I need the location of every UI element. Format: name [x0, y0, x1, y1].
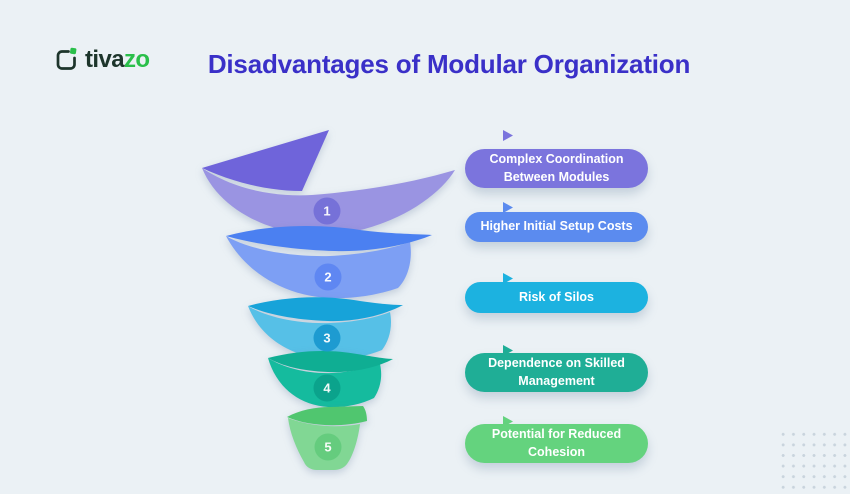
level-number-5: 5	[324, 440, 331, 455]
pointer-arrow-icon	[503, 130, 513, 141]
funnel-label-pill-3: Risk of Silos	[465, 282, 648, 313]
funnel-band-4-shade	[268, 350, 393, 373]
pointer-arrow-icon	[503, 416, 513, 427]
funnel-level-2	[226, 226, 432, 299]
level-number-badge-2	[314, 263, 342, 291]
funnel-band-2	[226, 236, 411, 299]
dot-pattern	[778, 429, 850, 494]
level-number-badge-5	[314, 433, 342, 461]
funnel-label-pill-1: Complex Coordination Between Modules	[465, 149, 648, 188]
page-title: Disadvantages of Modular Organization	[207, 49, 691, 79]
pointer-arrow-icon	[503, 345, 513, 356]
level-number-2: 2	[324, 270, 331, 285]
brand-name-green: zo	[123, 46, 150, 73]
funnel-band-2-shade	[226, 226, 432, 252]
level-number-1: 1	[323, 204, 330, 219]
pointer-arrow-icon	[503, 273, 513, 284]
level-number-4: 4	[323, 381, 331, 396]
pointer-arrow-icon	[503, 202, 513, 213]
bracket-leaf-logo-icon	[56, 47, 77, 70]
funnel-band-1-shade	[202, 130, 329, 191]
level-number-badge-3	[313, 324, 341, 352]
level-number-badge-4	[313, 374, 341, 402]
funnel-label-pill-4: Dependence on Skilled Management	[465, 353, 648, 392]
level-number-badge-1	[313, 197, 341, 225]
brand-logo: tivazo	[54, 46, 150, 73]
brand-name-dark: tiva	[85, 46, 125, 73]
brand-name: tivazo	[85, 46, 150, 73]
funnel-band-5-shade	[287, 406, 367, 426]
funnel-diagram: 1 2 3 4 5	[202, 130, 455, 470]
funnel-band-3-shade	[248, 297, 403, 322]
funnel-label-pill-2: Higher Initial Setup Costs	[465, 212, 648, 242]
funnel-label-pill-5: Potential for Reduced Cohesion	[465, 424, 648, 463]
funnel-number-badges: 1 2 3 4 5	[313, 197, 342, 461]
level-number-3: 3	[323, 331, 330, 346]
